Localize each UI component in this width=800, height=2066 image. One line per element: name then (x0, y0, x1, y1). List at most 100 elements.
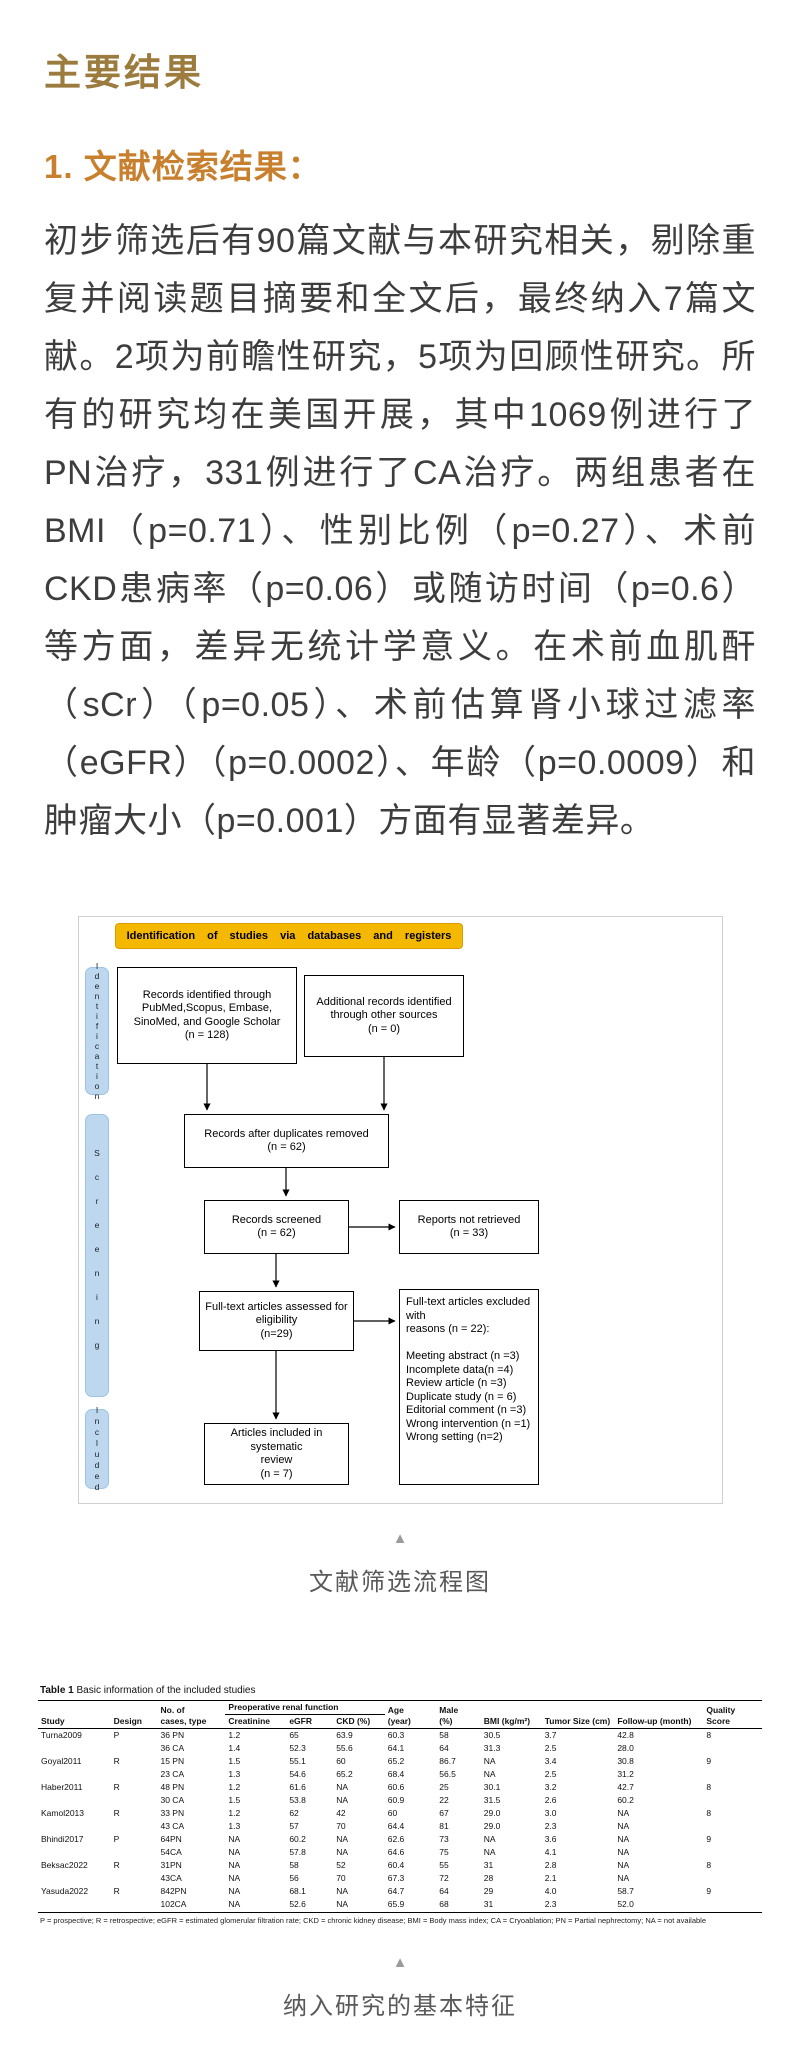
table-cell (111, 1742, 158, 1755)
table-cell: 15 PN (160, 1756, 185, 1766)
table-cell: NA (336, 1795, 348, 1805)
flow-arrows-svg (203, 1057, 396, 1420)
table-cell (111, 1872, 158, 1885)
flowchart-banner: Identification of studies via databases … (115, 923, 463, 949)
table-cell: 86.7 (439, 1756, 456, 1766)
table-cell: 1.4 (228, 1743, 241, 1753)
table-cell: NA (336, 1847, 348, 1857)
table-cell: 30.5 (483, 1730, 501, 1740)
table-cell: 28 (483, 1873, 494, 1883)
box-records-screened: Records screened (n = 62) (204, 1200, 349, 1254)
prisma-flowchart-figure: Identification of studies via databases … (78, 916, 723, 1504)
table-cell: NA (617, 1847, 630, 1857)
table-cell: 2.6 (544, 1795, 557, 1805)
table-cell: 42.8 (617, 1730, 634, 1740)
table-cell: 2.3 (544, 1821, 557, 1831)
table-cell: 36 PN (160, 1730, 185, 1740)
table-title-label: Table 1 (40, 1685, 74, 1696)
table-cell: 42 (336, 1808, 346, 1818)
table-cell: 64 (439, 1886, 449, 1896)
table-cell: 56.5 (439, 1769, 456, 1779)
table-cell: NA (617, 1860, 630, 1870)
table-cell: 64.1 (387, 1743, 405, 1753)
table-cell: 70 (336, 1873, 346, 1883)
table-footnote: P = prospective; R = retrospective; eGFR… (38, 1912, 762, 1928)
table-cell: Turna2009 (41, 1730, 82, 1740)
table-cell (38, 1820, 111, 1833)
table-title: Table 1 Basic information of the include… (38, 1683, 762, 1700)
table-cell: 56 (289, 1873, 299, 1883)
table-cell: 65 (289, 1730, 299, 1740)
table-cell: 60.4 (387, 1860, 405, 1870)
table-header: Study Design No. of cases, type Preopera… (38, 1700, 762, 1729)
table-cell: 42.7 (617, 1782, 634, 1792)
col-header-male: Male (%) (436, 1700, 481, 1729)
table-cell: 52.0 (617, 1899, 634, 1909)
table-cell: 1.2 (228, 1808, 241, 1818)
table-cell: 65.2 (336, 1769, 353, 1779)
table-cell: 3.4 (544, 1756, 557, 1766)
table-cell: R (113, 1860, 120, 1870)
table-title-text: Basic information of the included studie… (73, 1685, 256, 1696)
table-cell: 43 CA (160, 1821, 185, 1831)
table-cell (111, 1820, 158, 1833)
table-cell: 52.6 (289, 1899, 306, 1909)
table-cell: NA (228, 1847, 241, 1857)
table-cell (111, 1898, 158, 1911)
table-cell (38, 1794, 111, 1807)
col-header-design: Design (110, 1700, 158, 1729)
table-cell: 2.5 (544, 1743, 557, 1753)
col-header-tumor: Tumor Size (cm) (541, 1700, 615, 1729)
table-cell: NA (336, 1886, 348, 1896)
table-cell: NA (228, 1834, 241, 1844)
table-cell: R (113, 1886, 120, 1896)
col-header-age: Age (year) (384, 1700, 437, 1729)
table-cell: 3.6 (544, 1834, 557, 1844)
table-cell: 70 (336, 1821, 346, 1831)
table-cell: 4.0 (544, 1886, 557, 1896)
caption-triangle-icon: ▲ (392, 1530, 408, 1547)
table-cell: 52.3 (289, 1743, 306, 1753)
table-cell: 30 CA (160, 1795, 185, 1805)
table-cell: 53.8 (289, 1795, 306, 1805)
table-cell: 67.3 (387, 1873, 405, 1883)
table-cell: 22 (439, 1795, 449, 1805)
table-cell: 3.7 (544, 1730, 557, 1740)
table-cell: 60.2 (289, 1834, 306, 1844)
table-cell: 81 (439, 1821, 449, 1831)
table-cell: 55.6 (336, 1743, 353, 1753)
table-cell: 30.1 (483, 1782, 501, 1792)
table-cell: NA (617, 1873, 630, 1883)
table-cell: 43CA (160, 1873, 182, 1883)
table-cell: NA (617, 1821, 630, 1831)
table-cell: 30.8 (617, 1756, 634, 1766)
table-cell: 2.8 (544, 1860, 557, 1870)
box-fulltext-excluded-text: Full-text articles excluded with reasons… (406, 1296, 531, 1443)
table-cell: 60.2 (617, 1795, 634, 1805)
table-cell: NA (483, 1834, 496, 1844)
table-cell: NA (483, 1756, 496, 1766)
table-cell: 2.3 (544, 1899, 557, 1909)
box-duplicates-removed-text: Records after duplicates removed (n = 62… (204, 1127, 369, 1154)
table-cell: 29.0 (483, 1808, 501, 1818)
table-cell (703, 1872, 762, 1885)
table-cell: 75 (439, 1847, 449, 1857)
table-cell: 57.8 (289, 1847, 306, 1857)
table-cell: 65.2 (387, 1756, 405, 1766)
table-cell: 31.3 (483, 1743, 501, 1753)
table-caption-block: ▲ 纳入研究的基本特征 (0, 1954, 800, 2021)
table-cell: 64.6 (387, 1847, 405, 1857)
col-header-study: Study (38, 1700, 111, 1729)
box-records-screened-text: Records screened (n = 62) (231, 1213, 322, 1240)
table-cell: 29.0 (483, 1821, 501, 1831)
table-cell: 61.6 (289, 1782, 306, 1792)
table-cell: 842PN (160, 1886, 187, 1896)
page-title: 主要结果 (44, 52, 204, 93)
